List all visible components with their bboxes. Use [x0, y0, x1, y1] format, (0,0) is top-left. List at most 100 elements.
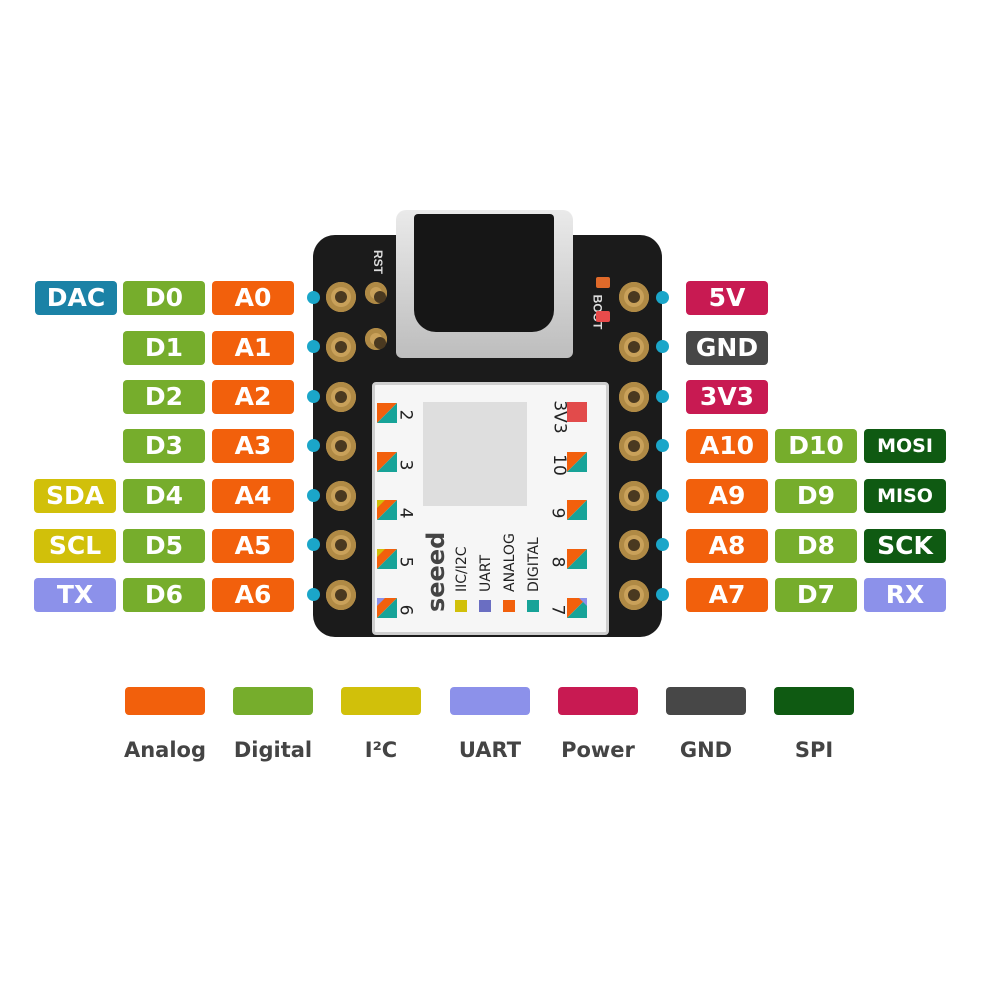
usb-c-port	[414, 214, 554, 332]
pad-left-3	[326, 382, 356, 412]
legend-swatch-i2c	[341, 687, 421, 715]
label-rx: RX	[864, 578, 946, 612]
label-a6: A6	[212, 578, 294, 612]
legend-label-gnd: GND	[679, 738, 733, 762]
key-label-i2c: IIC/I2C	[454, 546, 470, 592]
label-a2: A2	[212, 380, 294, 414]
pad-right-6	[619, 530, 649, 560]
pin-dot-left-6	[307, 538, 320, 551]
pad-left-4	[326, 431, 356, 461]
led-1	[596, 277, 610, 288]
pin-num-left-5: 6	[395, 604, 416, 616]
label-d4: D4	[123, 479, 205, 513]
qr-area	[423, 402, 527, 506]
legend-swatch-gnd	[666, 687, 746, 715]
pin-num-left-3: 4	[395, 507, 416, 519]
label-d6: D6	[123, 578, 205, 612]
label-mosi: MOSI	[864, 429, 946, 463]
key-label-analog: ANALOG	[502, 533, 518, 592]
key-label-uart: UART	[478, 554, 494, 592]
pin-dot-left-3	[307, 390, 320, 403]
pin-dot-right-6	[656, 538, 669, 551]
label-a1: A1	[212, 331, 294, 365]
pad-right-4	[619, 431, 649, 461]
pin-num-left-4: 5	[395, 556, 416, 568]
rst-pad-2	[365, 328, 387, 350]
pin-dot-right-2	[656, 340, 669, 353]
key-label-digital: DIGITAL	[526, 537, 542, 592]
pin-num-left-2: 3	[395, 459, 416, 471]
pad-left-2	[326, 332, 356, 362]
legend-label-digital: Digital	[233, 738, 313, 762]
pin-num-right-4: 8	[547, 556, 568, 568]
label-sda: SDA	[34, 479, 116, 513]
label-d1: D1	[123, 331, 205, 365]
key-swatch-i2c	[455, 600, 467, 612]
pin-num-left-1: 2	[395, 409, 416, 421]
marker-right-4	[567, 549, 587, 569]
label-d7: D7	[775, 578, 857, 612]
label-sck: SCK	[864, 529, 946, 563]
label-a8: A8	[686, 529, 768, 563]
label-a7: A7	[686, 578, 768, 612]
legend-label-power: Power	[561, 738, 635, 762]
pad-right-2	[619, 332, 649, 362]
label-d8: D8	[775, 529, 857, 563]
legend-swatch-power	[558, 687, 638, 715]
pad-right-1	[619, 282, 649, 312]
pin-num-right-5: 7	[547, 604, 568, 616]
key-swatch-digital	[527, 600, 539, 612]
key-swatch-analog	[503, 600, 515, 612]
pin-dot-right-7	[656, 588, 669, 601]
pin-dot-left-7	[307, 588, 320, 601]
marker-right-2	[567, 452, 587, 472]
label-a3: A3	[212, 429, 294, 463]
legend-label-uart: UART	[458, 738, 522, 762]
label-a4: A4	[212, 479, 294, 513]
pin-dot-left-4	[307, 439, 320, 452]
label-a9: A9	[686, 479, 768, 513]
rst-label: RST	[371, 250, 385, 274]
label-d9: D9	[775, 479, 857, 513]
pad-left-7	[326, 580, 356, 610]
key-swatch-uart	[479, 600, 491, 612]
marker-right-5	[567, 598, 587, 618]
marker-left-1	[377, 403, 397, 423]
label-gnd: GND	[686, 331, 768, 365]
pad-left-5	[326, 481, 356, 511]
label-d10: D10	[775, 429, 857, 463]
pad-right-3	[619, 382, 649, 412]
marker-left-3	[377, 500, 397, 520]
label-dac: DAC	[35, 281, 117, 315]
label-a5: A5	[212, 529, 294, 563]
label-d3: D3	[123, 429, 205, 463]
marker-left-2	[377, 452, 397, 472]
legend-swatch-uart	[450, 687, 530, 715]
label-miso: MISO	[864, 479, 946, 513]
label-scl: SCL	[34, 529, 116, 563]
pad-right-7	[619, 580, 649, 610]
pin-dot-right-4	[656, 439, 669, 452]
pin-dot-right-3	[656, 390, 669, 403]
pad-right-5	[619, 481, 649, 511]
pad-left-1	[326, 282, 356, 312]
marker-right-power	[567, 402, 587, 422]
pin-dot-left-5	[307, 489, 320, 502]
pin-num-right-2: 10	[548, 454, 569, 476]
pin-dot-right-5	[656, 489, 669, 502]
pad-left-6	[326, 530, 356, 560]
marker-left-4	[377, 549, 397, 569]
label-d0: D0	[123, 281, 205, 315]
pin-dot-left-2	[307, 340, 320, 353]
legend-swatch-digital	[233, 687, 313, 715]
label-3v3: 3V3	[686, 380, 768, 414]
legend-label-analog: Analog	[123, 738, 207, 762]
label-tx: TX	[34, 578, 116, 612]
marker-right-3	[567, 500, 587, 520]
legend-swatch-spi	[774, 687, 854, 715]
legend-label-i2c: I²C	[364, 738, 398, 762]
legend-swatch-analog	[125, 687, 205, 715]
label-5v: 5V	[686, 281, 768, 315]
pin-dot-right-1	[656, 291, 669, 304]
pin-num-right-3: 9	[547, 507, 568, 519]
